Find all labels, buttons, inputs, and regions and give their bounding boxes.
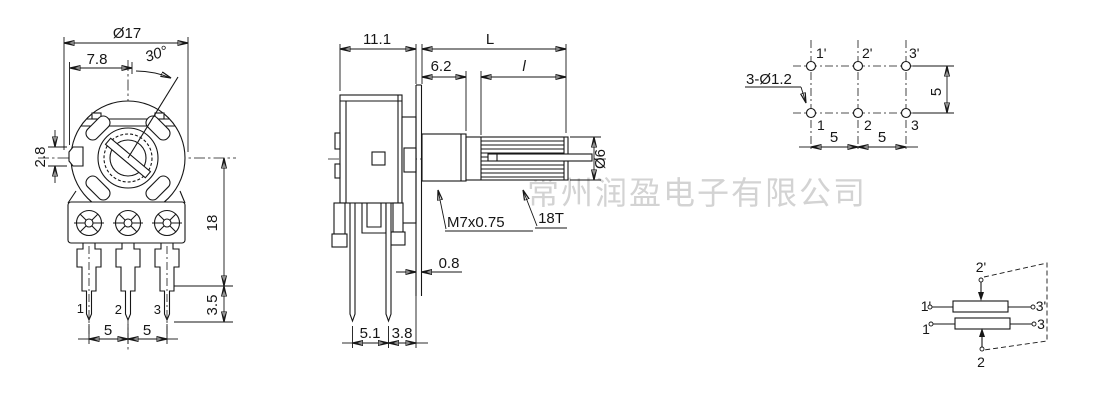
terminal-node xyxy=(927,304,933,310)
gang-link-dashed xyxy=(983,262,1048,351)
terminal-node xyxy=(978,277,984,283)
dim-body-height: 18 xyxy=(204,215,221,232)
body-edge xyxy=(67,190,77,204)
dim-pin-pitch-1: 5 xyxy=(104,322,112,339)
rivet-1 xyxy=(74,209,104,237)
schematic-label-2: 2 xyxy=(977,354,985,370)
terminal-pin-2 xyxy=(115,242,141,322)
hole-count-callout: 3-Ø1.2 xyxy=(746,71,792,88)
schematic-label-3: 3 xyxy=(1037,316,1045,332)
pin-layout-view: 1' 2' 3' 1 2 3 3-Ø1.2 5 5 5 xyxy=(745,40,954,150)
pin-label-3: 3 xyxy=(154,302,161,317)
terminal-node xyxy=(928,321,934,327)
schematic-label-1p: 1' xyxy=(921,298,931,314)
hole-label-1p: 1' xyxy=(816,45,826,61)
mounting-lug-front xyxy=(333,202,346,235)
dim-pin-plate-gap: 3.8 xyxy=(392,325,413,342)
dim-knurl-length: l xyxy=(522,58,526,75)
schematic: 1' 2' 3' 1 3 2 xyxy=(921,259,1048,370)
cutout-ne xyxy=(145,115,171,141)
pin-label-1: 1 xyxy=(77,301,84,316)
pin-row-back xyxy=(385,202,392,323)
body-lug-bump xyxy=(334,163,341,179)
dim-shaft-total: L xyxy=(486,31,494,48)
hole-label-2: 2 xyxy=(864,117,872,133)
resistor-element-top xyxy=(952,300,1009,313)
schematic-label-2p: 2' xyxy=(976,259,986,275)
dim-body-depth: 11.1 xyxy=(363,31,391,48)
rivet-3 xyxy=(152,209,182,237)
dim-shaft-diameter: Ø6 xyxy=(592,149,609,169)
body-side xyxy=(339,94,403,204)
dim-hole-row: 5 xyxy=(928,88,945,96)
hole-label-2p: 2' xyxy=(862,45,872,61)
pin-hole xyxy=(852,107,864,119)
dim-flat-width: 7.8 xyxy=(87,51,108,68)
dim-plate-thickness: 0.8 xyxy=(439,255,460,272)
lug-foot xyxy=(390,231,406,246)
pin-label-2: 2 xyxy=(115,302,122,317)
angle-reference-line xyxy=(127,76,179,159)
cutout-nw xyxy=(85,115,111,141)
dim-outer-diameter: Ø17 xyxy=(113,25,141,42)
rivet-2 xyxy=(113,209,143,237)
mounting-lug-back xyxy=(392,202,404,233)
pin-hole xyxy=(805,107,817,119)
terminal-node xyxy=(1030,304,1036,310)
teeth-leader xyxy=(523,190,538,227)
terminal-node xyxy=(1031,321,1037,327)
dim-pin-row-gap: 5.1 xyxy=(360,325,381,342)
shaft-core-circle xyxy=(109,139,147,177)
dim-hole-col2: 5 xyxy=(878,129,886,146)
pin-hole xyxy=(900,60,912,72)
knurl-circle xyxy=(103,133,153,183)
thread-leader xyxy=(438,190,447,230)
body-center-boss xyxy=(371,151,386,166)
lug-foot xyxy=(331,233,348,248)
dim-tab-height: 2.8 xyxy=(32,147,49,168)
angle-arc xyxy=(135,70,171,78)
wiper-top-arrow xyxy=(978,292,984,301)
pin-hole xyxy=(805,60,817,72)
dim-hole-col1: 5 xyxy=(830,129,838,146)
cutout-se xyxy=(145,175,171,201)
dim-bushing-length: 6.2 xyxy=(431,58,452,75)
schematic-label-3p: 3' xyxy=(1036,298,1046,314)
hole-label-3p: 3' xyxy=(909,45,919,61)
shaft-slot-side xyxy=(487,153,593,162)
terminal-node xyxy=(979,346,985,352)
pin-row-front xyxy=(349,202,356,323)
schematic-label-1: 1 xyxy=(922,321,930,337)
cutout-sw xyxy=(85,175,111,201)
center-support xyxy=(361,203,387,234)
callout-leader xyxy=(801,86,806,103)
hole-label-1: 1 xyxy=(817,117,825,133)
hole-label-3: 3 xyxy=(911,117,919,133)
knurl-teeth-label: 18T xyxy=(538,210,564,227)
center-support-inner xyxy=(366,203,382,228)
dim-angle: 30° xyxy=(143,43,170,66)
dim-tip-length: 3.5 xyxy=(204,295,221,316)
side-view: Ø6 11.1 L 6.2 l M7x0.75 18T 0.8 xyxy=(328,31,609,348)
bushing-base xyxy=(403,147,417,173)
thread-spec-label: M7x0.75 xyxy=(447,214,505,231)
resistor-element-bottom xyxy=(954,317,1011,330)
body-edge xyxy=(179,190,186,204)
pin-hole xyxy=(852,60,864,72)
front-view: 30° Ø17 7.8 2.8 18 3.5 xyxy=(32,25,236,350)
wiper-bottom-arrow xyxy=(979,328,985,337)
anti-rotation-tab xyxy=(68,146,84,167)
body-lug-bump xyxy=(334,132,341,150)
threaded-bushing xyxy=(421,133,467,182)
pin-hole xyxy=(900,107,912,119)
dim-pin-pitch-2: 5 xyxy=(143,322,151,339)
